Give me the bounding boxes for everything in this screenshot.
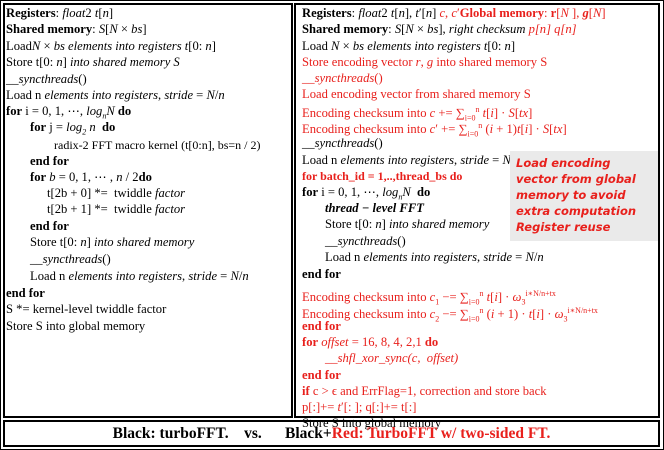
note-line: vector from global bbox=[516, 172, 636, 186]
algo-line: for i = 0, 1, ⋯, lognN do bbox=[6, 104, 132, 121]
algo-line: thread − level FFT bbox=[325, 201, 424, 215]
algo-line: for b = 0, 1, ⋯ , n / 2do bbox=[30, 170, 152, 184]
algo-line: Store encoding vector r, g into shared m… bbox=[302, 55, 548, 69]
caption-right-red: Red: TurboFFT w/ two-sided FT. bbox=[331, 425, 551, 442]
right-algorithm-panel bbox=[294, 3, 660, 418]
algo-line: Registers: float2 t[n] bbox=[6, 6, 114, 20]
algo-line: __shfl_xor_sync(c, offset) bbox=[325, 351, 459, 365]
algo-line: Shared memory: S[N × bs], right checksum… bbox=[302, 22, 577, 36]
algo-line: Encoding checksum into c′ += ∑i=0n (i + … bbox=[302, 121, 567, 139]
algo-line: __syncthreads() bbox=[302, 136, 383, 150]
algo-line: end for bbox=[302, 368, 341, 382]
algo-line: Load encoding vector from shared memory … bbox=[302, 87, 531, 101]
note-line: Load encoding bbox=[516, 156, 611, 170]
note-line: memory to avoid bbox=[516, 188, 626, 202]
caption-left-label: Black: turboFFT. bbox=[112, 425, 229, 442]
annotation-note: Load encoding vector from global memory … bbox=[516, 155, 658, 235]
algo-line: end for bbox=[6, 286, 45, 300]
algo-line: end for bbox=[30, 154, 69, 168]
algo-line: __syncthreads() bbox=[30, 252, 111, 266]
algo-line: S *= kernel-level twiddle factor bbox=[6, 302, 167, 316]
algo-line: Store t[0: n] into shared memory S bbox=[6, 55, 180, 69]
algo-line: Encoding checksum into c += ∑i=0n t[i] ·… bbox=[302, 105, 533, 123]
algo-line: t[2b + 0] *= twiddle factor bbox=[47, 186, 186, 200]
algo-line: Store S into global memory bbox=[302, 416, 442, 430]
left-algorithm-panel bbox=[3, 3, 293, 418]
algo-line: Load n elements into registers, stride =… bbox=[30, 269, 249, 283]
algo-line: __syncthreads() bbox=[302, 71, 383, 85]
algo-line: end for bbox=[30, 219, 69, 233]
algo-line: __syncthreads() bbox=[325, 234, 406, 248]
figure-caption: Black: turboFFT. vs. Black+Red: TurboFFT… bbox=[3, 420, 660, 447]
caption-right-black: Black+ bbox=[285, 425, 332, 442]
algo-line: Registers: float2 t[n], t′[n] c, c′Globa… bbox=[302, 6, 606, 20]
algo-line: for batch_id = 1,..,thread_bs do bbox=[302, 169, 463, 183]
note-line: extra computation bbox=[516, 204, 637, 218]
algo-line: Store S into global memory bbox=[6, 319, 146, 333]
algo-line: end for bbox=[302, 267, 341, 281]
annotation-box bbox=[510, 151, 658, 241]
algo-line: end for bbox=[302, 319, 341, 333]
algo-line: Load N × bs elements into registers t[0:… bbox=[302, 39, 516, 53]
algo-line: Store t[0: n] into shared memory bbox=[325, 217, 490, 231]
caption-vs: vs. bbox=[244, 425, 262, 442]
algo-line: for offset = 16, 8, 4, 2,1 do bbox=[302, 335, 439, 349]
algo-line: Load n elements into registers, stride =… bbox=[302, 153, 521, 167]
algo-line: Load n elements into registers, stride =… bbox=[325, 250, 544, 264]
algo-line: Shared memory: S[N × bs] bbox=[6, 22, 147, 36]
algo-line: Store t[0: n] into shared memory bbox=[30, 235, 195, 249]
algo-line: LoadN × bs elements into registers t[0: … bbox=[6, 39, 216, 53]
algo-line: Encoding checksum into c1 −= ∑i=0n t[i] … bbox=[302, 289, 556, 307]
note-line: Register reuse bbox=[516, 220, 611, 234]
algo-line: if c > ϵ and ErrFlag=1, correction and s… bbox=[302, 384, 547, 398]
algo-line: p[:]+= t′[: ]; q[:]+= t[:] bbox=[302, 400, 417, 414]
algo-line: for i = 0, 1, ⋯, lognN do bbox=[302, 185, 431, 202]
algo-line: Load n elements into registers, stride =… bbox=[6, 88, 225, 102]
algo-line: __syncthreads() bbox=[6, 72, 87, 86]
algo-line: Encoding checksum into c2 −= ∑i=0n (i + … bbox=[302, 306, 598, 324]
algo-line: for j = log2 n do bbox=[30, 120, 116, 137]
algo-line: radix-2 FFT macro kernel (t[0:n], bs=n /… bbox=[54, 138, 261, 152]
algo-line: t[2b + 1] *= twiddle factor bbox=[47, 202, 186, 216]
